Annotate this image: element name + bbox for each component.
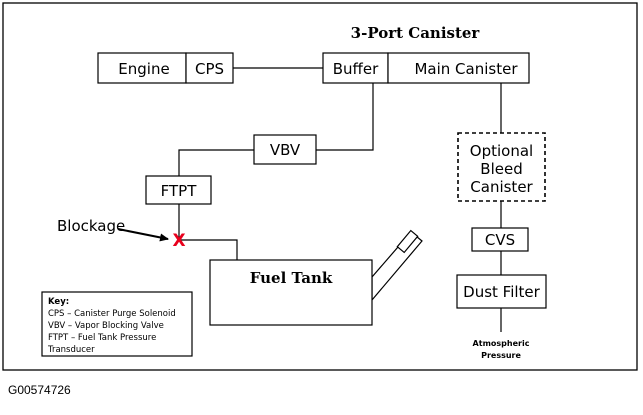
key-title: Key:: [48, 297, 69, 307]
vbv-box: [253, 134, 317, 165]
cps-box: [185, 52, 234, 84]
diagram-frame: [2, 2, 638, 371]
ftpt-box: [145, 175, 212, 205]
bleed-canister-line-2: Bleed: [480, 160, 522, 178]
buffer-label: Buffer: [333, 60, 379, 78]
blockage-arrow: [117, 228, 169, 242]
buffer-box: [322, 52, 389, 84]
key-box: [41, 291, 193, 357]
cvs-box: [471, 227, 529, 252]
filler-neck-cap: [396, 229, 419, 254]
cps-label: CPS: [195, 60, 224, 78]
dust-filter-box: [456, 274, 547, 309]
key-line-cps: CPS – Canister Purge Solenoid: [48, 309, 176, 319]
ftpt-label: FTPT: [161, 182, 198, 200]
blockage-marker: X: [172, 231, 185, 251]
key-line-vbv: VBV – Vapor Blocking Valve: [48, 321, 164, 331]
figure-id: G00574726: [8, 383, 71, 397]
diagram-title: 3-Port Canister: [351, 24, 481, 42]
atmospheric-pressure-line-1: Atmospheric: [473, 339, 530, 348]
fuel-tank-box: [209, 259, 373, 326]
key-line-transducer: Transducer: [47, 345, 95, 355]
key-line-ftpt: FTPT – Fuel Tank Pressure: [48, 333, 156, 343]
atmospheric-pressure-line-2: Pressure: [481, 351, 521, 360]
filler-neck: [371, 231, 423, 302]
vbv-label: VBV: [270, 141, 301, 159]
line-blockage-fuel-tank: [179, 239, 238, 260]
engine-label: Engine: [118, 60, 169, 78]
connection-lines: [178, 67, 502, 332]
cvs-label: CVS: [485, 231, 515, 249]
fuel-tank-shape: [209, 229, 423, 326]
optional-bleed-canister-box: [457, 132, 546, 202]
main-canister-box: [387, 52, 530, 84]
main-canister-label: Main Canister: [414, 60, 518, 78]
bleed-canister-line-1: Optional: [470, 142, 533, 160]
blockage-label: Blockage: [57, 217, 125, 235]
line-buffer-vbv: [316, 83, 374, 151]
line-vbv-ftpt: [178, 149, 254, 176]
fuel-tank-label: Fuel Tank: [250, 269, 333, 287]
dust-filter-label: Dust Filter: [463, 283, 541, 301]
bleed-canister-line-3: Canister: [470, 178, 533, 196]
